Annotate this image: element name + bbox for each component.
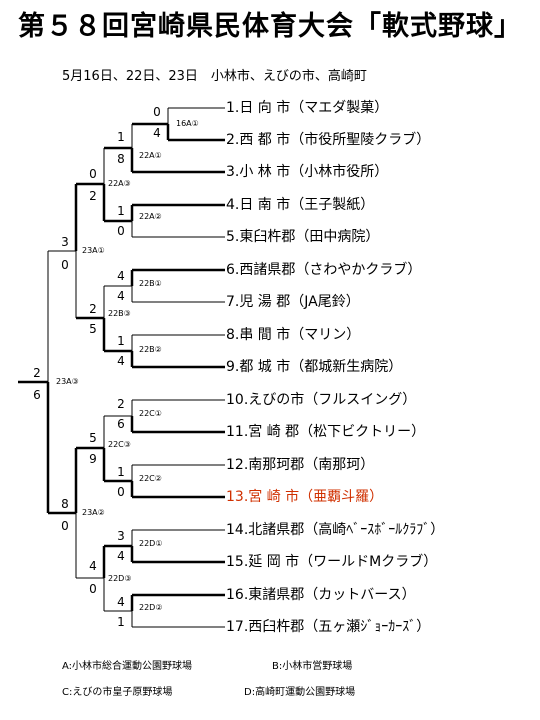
team-entry: 9.都 城 市（都城新生病院） bbox=[226, 359, 403, 375]
match-label: 23A① bbox=[82, 246, 105, 255]
match-score-top: 0 bbox=[153, 105, 161, 119]
match-label: 22A② bbox=[139, 212, 162, 221]
team-entry: 15.延 岡 市（ワールドMクラブ） bbox=[226, 554, 438, 570]
match-score-top: 1 bbox=[117, 130, 125, 144]
team-entry: 1.日 向 市（マエダ製菓） bbox=[226, 100, 389, 116]
match-label: 22C② bbox=[139, 474, 162, 483]
match-score-bottom: 0 bbox=[117, 224, 125, 238]
match-score-bottom: 0 bbox=[89, 582, 97, 596]
match-score-bottom: 8 bbox=[117, 152, 125, 166]
match-label: 16A① bbox=[176, 119, 199, 128]
match-label: 22D② bbox=[139, 603, 163, 612]
team-entry: 6.西諸県郡（さわやかクラブ） bbox=[226, 262, 422, 278]
team-entry: 12.南那珂郡（南那珂） bbox=[226, 457, 375, 473]
match-score-top: 0 bbox=[89, 167, 97, 181]
match-label: 22D③ bbox=[108, 574, 132, 583]
venue-legend-c: C:えびの市皇子原野球場 bbox=[62, 687, 173, 698]
match-score-bottom: 0 bbox=[117, 485, 125, 499]
team-entry: 3.小 林 市（小林市役所） bbox=[226, 164, 389, 180]
match-score-bottom: 5 bbox=[89, 322, 97, 336]
team-entry: 2.西 都 市（市役所聖陵クラブ） bbox=[226, 132, 431, 148]
team-entry: 4.日 南 市（王子製紙） bbox=[226, 197, 375, 213]
match-score-top: 5 bbox=[89, 431, 97, 445]
match-score-top: 2 bbox=[117, 397, 125, 411]
team-entry: 5.東臼杵郡（田中病院） bbox=[226, 229, 380, 245]
match-score-bottom: 2 bbox=[89, 189, 97, 203]
match-score-bottom: 4 bbox=[117, 354, 125, 368]
match-score-bottom: 0 bbox=[61, 519, 69, 533]
match-score-top: 1 bbox=[117, 204, 125, 218]
match-label: 23A③ bbox=[56, 377, 79, 386]
team-entry: 8.串 間 市（マリン） bbox=[226, 327, 361, 343]
venue-legend-a: A:小林市総合運動公園野球場 bbox=[62, 661, 193, 672]
match-score-top: 4 bbox=[89, 559, 97, 573]
match-score-bottom: 0 bbox=[61, 258, 69, 272]
page-title: 第５８回宮崎県民体育大会「軟式野球」 bbox=[18, 11, 522, 42]
match-label: 22C③ bbox=[108, 440, 131, 449]
match-label: 22B② bbox=[139, 345, 162, 354]
match-score-top: 8 bbox=[61, 497, 69, 511]
team-entry: 17.西臼杵郡（五ヶ瀬ｼﾞｮｰｶｰｽﾞ） bbox=[226, 619, 431, 635]
match-score-bottom: 4 bbox=[117, 549, 125, 563]
final-score-top: 2 bbox=[33, 366, 41, 380]
team-entry: 16.東諸県郡（カットバース） bbox=[226, 587, 416, 603]
team-entry: 7.児 湯 郡（JA尾鈴） bbox=[226, 294, 360, 310]
match-score-bottom: 1 bbox=[117, 615, 125, 629]
final-score-bottom: 6 bbox=[33, 388, 41, 402]
venue-legend-b: B:小林市営野球場 bbox=[272, 661, 353, 672]
venue-legend-d: D:高崎町運動公園野球場 bbox=[244, 687, 356, 698]
match-score-top: 2 bbox=[89, 302, 97, 316]
match-label: 22D① bbox=[139, 539, 163, 548]
match-label: 22A③ bbox=[108, 179, 131, 188]
match-score-top: 4 bbox=[117, 595, 125, 609]
match-score-top: 1 bbox=[117, 334, 125, 348]
match-label: 22C① bbox=[139, 409, 162, 418]
event-dates-venues: 5月16日、22日、23日 小林市、えびの市、高崎町 bbox=[62, 69, 367, 84]
team-entry-champion: 13.宮 崎 市（亜覇斗羅） bbox=[226, 489, 384, 505]
match-score-top: 3 bbox=[117, 529, 125, 543]
match-score-top: 3 bbox=[61, 235, 69, 249]
match-label: 22B① bbox=[139, 279, 162, 288]
match-label: 22A① bbox=[139, 151, 162, 160]
match-score-top: 4 bbox=[117, 269, 125, 283]
team-entry: 14.北諸県郡（高崎ﾍﾞｰｽﾎﾞｰﾙｸﾗﾌﾞ） bbox=[226, 522, 445, 538]
team-entry: 11.宮 崎 郡（松下ビクトリー） bbox=[226, 424, 426, 440]
team-entry: 10.えびの市（フルスイング） bbox=[226, 392, 417, 408]
match-label: 23A② bbox=[82, 508, 105, 517]
match-score-bottom: 4 bbox=[153, 126, 161, 140]
match-score-bottom: 6 bbox=[117, 417, 125, 431]
match-score-top: 1 bbox=[117, 465, 125, 479]
match-score-bottom: 9 bbox=[89, 452, 97, 466]
match-label: 22B③ bbox=[108, 309, 131, 318]
match-score-bottom: 4 bbox=[117, 289, 125, 303]
